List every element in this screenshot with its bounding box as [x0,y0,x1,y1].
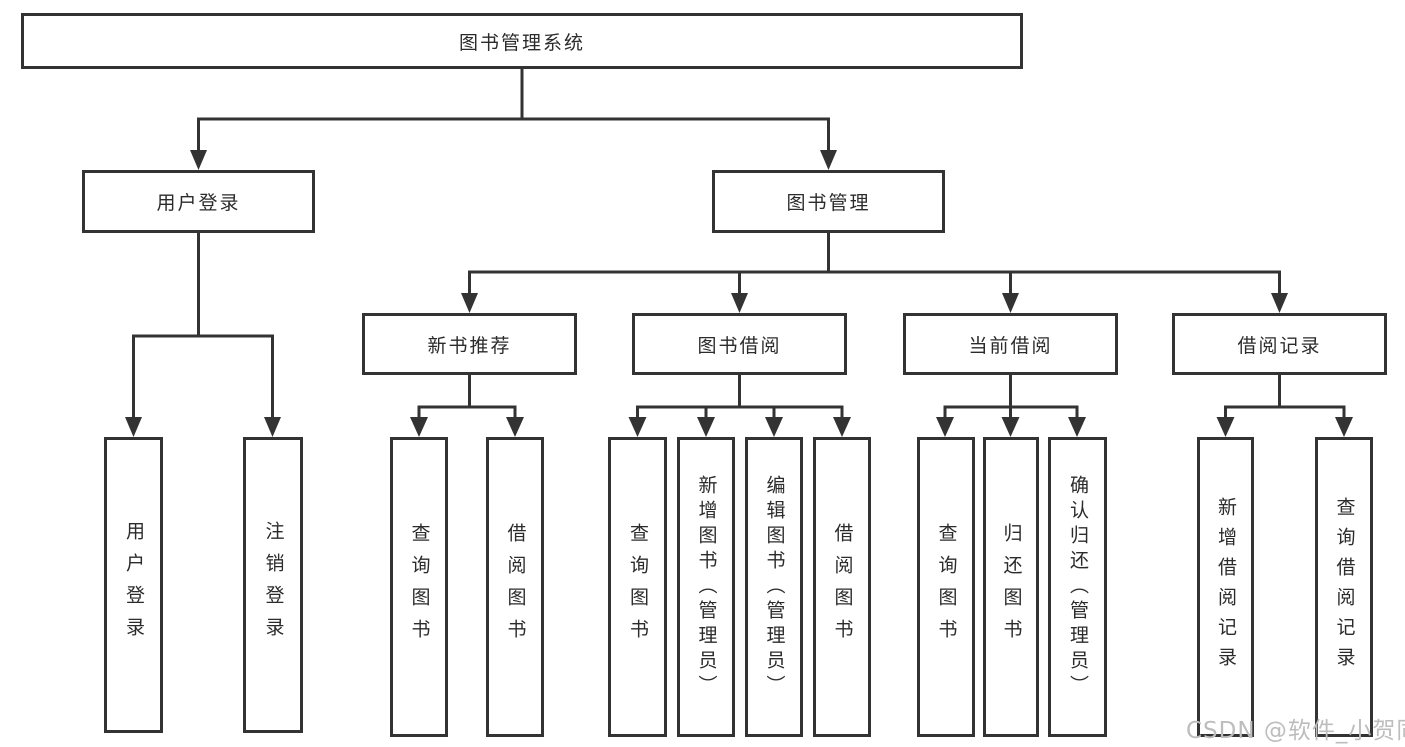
node-library-system: 图书管理系统 [21,13,1023,69]
leaf-query-borrow-record: 查询借阅记录 [1315,437,1373,737]
node-new-book-recommend: 新书推荐 [362,313,577,375]
node-current-borrowing-label: 当前借阅 [968,334,1053,357]
node-library-system-label: 图书管理系统 [458,31,585,54]
connector-borrow-record-to-leaves [1224,373,1346,421]
leaf-borrow-books-2-label: 借阅图书 [831,523,854,651]
connector-book-borrow-to-leaves [636,373,844,421]
leaf-borrow-books-1: 借阅图书 [486,437,544,737]
csdn-watermark: CSDN @软件_小贺同学 [1186,718,1405,744]
leaf-return-books-label: 归还图书 [1000,523,1023,651]
leaf-query-books-1-label: 查询图书 [408,523,431,651]
leaf-query-books-2-label: 查询图书 [627,523,649,651]
leaf-add-book-admin: 新增图书（管理员） [677,437,735,737]
connector-book-mgmt-to-level3 [468,231,1281,297]
leaf-query-books-2: 查询图书 [608,437,667,737]
leaf-query-books-3: 查询图书 [917,437,975,737]
connector-user-login-to-leaves [132,231,274,421]
node-borrow-records: 借阅记录 [1172,313,1387,375]
connector-new-book-to-leaves [417,373,517,421]
node-new-book-recommend-label: 新书推荐 [427,334,512,357]
node-user-login: 用户登录 [82,170,315,233]
node-borrow-records-label: 借阅记录 [1237,334,1322,357]
leaf-logout: 注销登录 [243,437,303,733]
node-book-borrowing: 图书借阅 [632,313,847,375]
leaf-add-borrow-record-label: 新增借阅记录 [1215,497,1237,677]
leaf-borrow-books-2: 借阅图书 [813,437,871,737]
leaf-return-books: 归还图书 [983,437,1039,737]
leaf-user-login-label: 用户登录 [123,521,145,649]
leaf-edit-book-admin-label: 编辑图书（管理员） [763,474,786,700]
leaf-edit-book-admin: 编辑图书（管理员） [745,437,803,737]
leaf-add-book-admin-label: 新增图书（管理员） [695,474,718,700]
leaf-user-login: 用户登录 [104,437,163,733]
connector-root-to-level2 [197,67,830,154]
node-user-login-label: 用户登录 [156,192,241,214]
leaf-borrow-books-1-label: 借阅图书 [504,523,527,651]
leaf-confirm-return-admin: 确认归还（管理员） [1048,437,1107,737]
connector-current-borrow-to-leaves [943,373,1079,421]
node-book-management-label: 图书管理 [786,192,871,214]
node-book-borrowing-label: 图书借阅 [697,334,782,357]
node-book-management: 图书管理 [712,170,945,233]
leaf-logout-label: 注销登录 [262,521,285,649]
leaf-query-books-1: 查询图书 [390,437,448,737]
node-current-borrowing: 当前借阅 [903,313,1118,375]
leaf-query-books-3-label: 查询图书 [935,523,958,651]
leaf-query-borrow-record-label: 查询借阅记录 [1333,497,1356,677]
leaf-confirm-return-admin-label: 确认归还（管理员） [1067,474,1089,700]
leaf-add-borrow-record: 新增借阅记录 [1197,437,1254,737]
